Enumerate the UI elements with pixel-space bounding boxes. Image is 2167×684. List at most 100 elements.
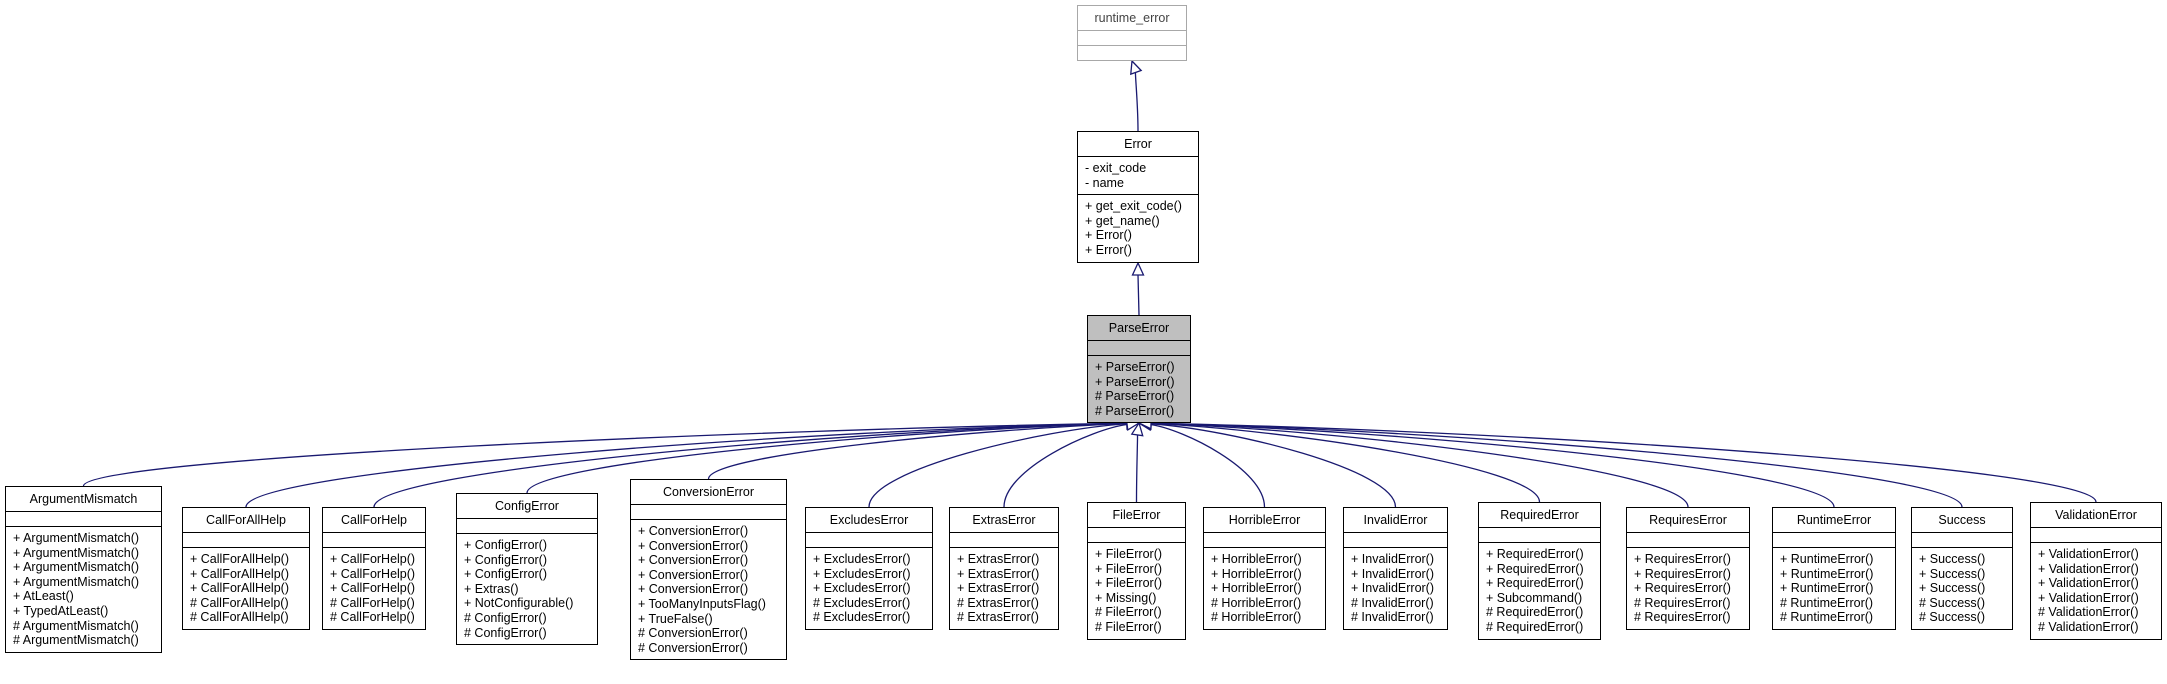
class-name: RequiresError xyxy=(1627,508,1749,533)
class-error[interactable]: Error- exit_code- name+ get_exit_code()+… xyxy=(1077,131,1199,263)
class-name: ParseError xyxy=(1088,316,1190,341)
method-item: + FileError() xyxy=(1095,561,1163,576)
method-item: + RequiresError() xyxy=(1634,566,1731,581)
method-item: # ConfigError() xyxy=(464,625,547,640)
method-item: + CallForAllHelp() xyxy=(190,581,289,596)
method-item: + get_name() xyxy=(1085,213,1160,228)
method-item: + ParseError() xyxy=(1095,374,1175,389)
method-item: + Error() xyxy=(1085,228,1132,243)
method-item: + FileError() xyxy=(1095,547,1163,561)
class-parse-error[interactable]: ParseError + ParseError()+ ParseError() # … xyxy=(1087,315,1191,424)
method-item: + ValidationError() xyxy=(2038,576,2139,591)
method-item: + ArgumentMismatch() xyxy=(13,560,140,575)
method-item: + ValidationError() xyxy=(2038,561,2139,576)
methods-section: + ParseError()+ ParseError() # ParseError… xyxy=(1088,356,1190,422)
method-item: + ConversionError() xyxy=(638,582,749,597)
attributes-section xyxy=(183,533,309,548)
method-item: # CallForHelp() xyxy=(330,595,415,610)
method-item: # ExtrasError() xyxy=(957,595,1039,610)
attributes-section xyxy=(2031,528,2161,543)
class-runtime-error[interactable]: runtime_error xyxy=(1077,5,1187,61)
class-horrible-error[interactable]: HorribleError + HorribleError()+ Horrible… xyxy=(1203,507,1326,630)
methods-section: + ExtrasError()+ ExtrasError()+ ExtrasEr… xyxy=(950,548,1058,629)
edge-argument-mismatch-to-parse-error xyxy=(82,422,1128,487)
method-item: + ArgumentMismatch() xyxy=(13,531,140,545)
class-name: HorribleError xyxy=(1204,508,1325,533)
method-item: + TrueFalse() xyxy=(638,611,713,626)
methods-section: + InvalidError()+ InvalidError()+ Invali… xyxy=(1344,548,1447,629)
class-name: Error xyxy=(1078,132,1198,157)
methods-section: + CallForHelp()+ CallForHelp()+ CallForH… xyxy=(323,548,425,629)
class-call-for-help[interactable]: CallForHelp+ CallForHelp()+ CallForHelp(… xyxy=(322,507,426,630)
method-item: # ArgumentMismatch() xyxy=(13,633,139,648)
class-requires-error[interactable]: RequiresError + RequiresError()+ Requires… xyxy=(1626,507,1750,630)
edge-config-error-to-parse-error xyxy=(526,422,1128,494)
method-item: # ValidationError() xyxy=(2038,605,2139,620)
method-item: + TooManyInputsFlag() xyxy=(638,596,766,611)
method-item: # InvalidError() xyxy=(1351,610,1434,625)
method-item: + HorribleError() xyxy=(1211,566,1302,581)
method-item: + ArgumentMismatch() xyxy=(13,574,140,589)
method-item: + InvalidError() xyxy=(1351,566,1435,581)
class-config-error[interactable]: ConfigError + ConfigError()+ ConfigError(… xyxy=(456,493,598,646)
arrowhead-error xyxy=(1130,59,1143,76)
attributes-section xyxy=(1627,533,1749,548)
methods-section: + RequiresError()+ RequiresError()+ Requ… xyxy=(1627,548,1749,629)
method-item: + CallForHelp() xyxy=(330,552,416,566)
class-excludes-error[interactable]: ExcludesError+ ExcludesError()+ Excludes… xyxy=(805,507,933,630)
class-validation-error[interactable]: ValidationError+ ValidationError()+ Vali… xyxy=(2030,502,2162,640)
methods-section: + ConversionError()+ ConversionError()+ … xyxy=(631,520,786,659)
method-item: # ParseError() xyxy=(1095,403,1175,418)
class-name: ConfigError xyxy=(457,494,597,519)
class-name: runtime_error xyxy=(1078,6,1186,31)
class-invalid-error[interactable]: InvalidError+ InvalidError()+ InvalidErr… xyxy=(1343,507,1448,630)
class-name: CallForAllHelp xyxy=(183,508,309,533)
class-conversion-error[interactable]: ConversionError+ ConversionError()+ Conv… xyxy=(630,479,787,661)
method-item: + CallForHelp() xyxy=(330,566,416,581)
attributes-section xyxy=(1204,533,1325,548)
edge-conversion-error-to-parse-error xyxy=(707,422,1128,480)
method-item: + AtLeast() xyxy=(13,589,74,604)
method-item: # CallForHelp() xyxy=(330,610,415,625)
class-name: ArgumentMismatch xyxy=(6,487,161,512)
method-item: # ExcludesError() xyxy=(813,610,911,625)
attributes-section xyxy=(1479,528,1600,543)
method-item: + ValidationError() xyxy=(2038,547,2139,561)
method-item: + Extras() xyxy=(464,581,519,596)
method-item: # FileError() xyxy=(1095,619,1162,634)
methods-section: + HorribleError()+ HorribleError()+ Horr… xyxy=(1204,548,1325,629)
attributes-section xyxy=(323,533,425,548)
class-call-for-all-help[interactable]: CallForAllHelp+ CallForAllHelp()+ CallFo… xyxy=(182,507,310,630)
class-required-error[interactable]: RequiredError+ RequiredError()+ Required… xyxy=(1478,502,1601,640)
arrowhead-file-error xyxy=(1130,421,1144,437)
method-item: + Success() xyxy=(1919,566,1986,581)
method-item: + ParseError() xyxy=(1095,360,1175,374)
method-item: # RequiredError() xyxy=(1486,605,1584,620)
method-item: + ExtrasError() xyxy=(957,566,1040,581)
methods-section: + ConfigError()+ ConfigError()+ ConfigEr… xyxy=(457,534,597,644)
class-extras-error[interactable]: ExtrasError+ ExtrasError()+ ExtrasError(… xyxy=(949,507,1059,630)
method-item: # ConversionError() xyxy=(638,626,748,641)
class-success[interactable]: Success+ Success()+ Success()+ Success()… xyxy=(1911,507,2013,630)
method-item: # InvalidError() xyxy=(1351,595,1434,610)
methods-section: + ValidationError()+ ValidationError()+ … xyxy=(2031,543,2161,639)
method-item: + ExcludesError() xyxy=(813,566,911,581)
method-item: + ValidationError() xyxy=(2038,590,2139,605)
method-item: + ExcludesError() xyxy=(813,581,911,596)
method-item: + RuntimeError() xyxy=(1780,566,1874,581)
method-item: # Success() xyxy=(1919,610,1985,625)
class-file-error[interactable]: FileError+ FileError()+ FileError()+ Fil… xyxy=(1087,502,1186,640)
method-item: + InvalidError() xyxy=(1351,581,1435,596)
methods-section: + RequiredError()+ RequiredError()+ Requ… xyxy=(1479,543,1600,639)
method-item: + ConversionError() xyxy=(638,524,749,538)
attribute-item: - name xyxy=(1085,175,1124,190)
edge-invalid-error-to-parse-error xyxy=(1150,423,1397,508)
method-item: + ExtrasError() xyxy=(957,581,1040,596)
method-item: + ExtrasError() xyxy=(957,552,1040,566)
method-item: + TypedAtLeast() xyxy=(13,603,109,618)
method-item: + Error() xyxy=(1085,242,1132,257)
class-runtime-error-cls[interactable]: RuntimeError+ RuntimeError()+ RuntimeErr… xyxy=(1772,507,1896,630)
edge-error-to-runtime-error xyxy=(1134,71,1139,132)
class-argument-mismatch[interactable]: ArgumentMismatch+ ArgumentMismatch()+ Ar… xyxy=(5,486,162,653)
method-item: + Success() xyxy=(1919,581,1986,596)
